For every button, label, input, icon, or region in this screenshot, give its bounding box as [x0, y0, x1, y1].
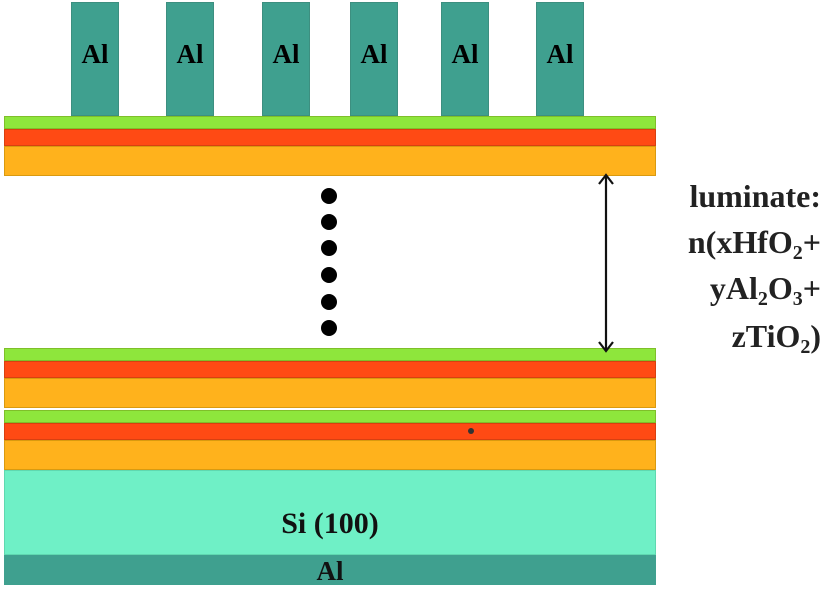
al-back-contact	[4, 555, 656, 585]
laminate-label-line3: yAl2O3+	[710, 272, 821, 309]
formula-subscript: 2	[792, 242, 803, 264]
ellipsis-dot-1	[321, 188, 337, 204]
formula-part: yAl	[709, 270, 758, 306]
formula-part: zTiO	[731, 318, 801, 354]
bottom-green-layer	[4, 410, 656, 423]
formula-part: +	[802, 224, 821, 260]
al-pad-label: Al	[176, 38, 204, 69]
al-pad-label: Al	[451, 38, 479, 69]
laminate-label-line2: n(xHfO2+	[688, 226, 821, 263]
small-dot-marker	[468, 428, 474, 434]
al-pad-2: Al	[166, 2, 214, 116]
laminate-label-line4: zTiO2)	[732, 320, 821, 357]
formula-part: O	[767, 270, 793, 306]
middle-red-layer	[4, 361, 656, 378]
ellipsis-dot-4	[321, 267, 337, 283]
al-back-contact-label: Al	[316, 556, 344, 586]
al-pad-1: Al	[71, 2, 119, 116]
al-pad-label: Al	[360, 38, 388, 69]
al-pad-4: Al	[350, 2, 398, 116]
al-pad-label: Al	[272, 38, 300, 69]
middle-orange-layer	[4, 378, 656, 408]
al-pad-label: Al	[546, 38, 574, 69]
al-pad-3: Al	[262, 2, 310, 116]
ellipsis-dot-3	[321, 240, 337, 256]
bottom-orange-layer	[4, 440, 656, 470]
al-pad-label: Al	[81, 38, 109, 69]
middle-green-layer	[4, 348, 656, 361]
ellipsis-dot-2	[321, 214, 337, 230]
bottom-red-layer	[4, 423, 656, 440]
formula-part: n(xHfO	[687, 224, 793, 260]
thickness-double-arrow	[598, 173, 614, 353]
laminate-label-text: luminate:	[689, 178, 821, 214]
top-green-layer	[4, 116, 656, 129]
ellipsis-dot-5	[321, 294, 337, 310]
ellipsis-dot-6	[321, 320, 337, 336]
formula-part: +	[802, 270, 821, 306]
formula-subscript: 3	[792, 288, 803, 310]
al-pad-6: Al	[536, 2, 584, 116]
formula-part: )	[810, 318, 821, 354]
top-red-layer	[4, 129, 656, 146]
laminate-label-line1: luminate:	[689, 180, 821, 212]
top-orange-layer	[4, 146, 656, 176]
formula-subscript: 2	[757, 288, 768, 310]
si-substrate-label: Si (100)	[281, 507, 379, 540]
al-pad-5: Al	[441, 2, 489, 116]
si-substrate	[4, 470, 656, 555]
formula-subscript: 2	[800, 336, 811, 358]
